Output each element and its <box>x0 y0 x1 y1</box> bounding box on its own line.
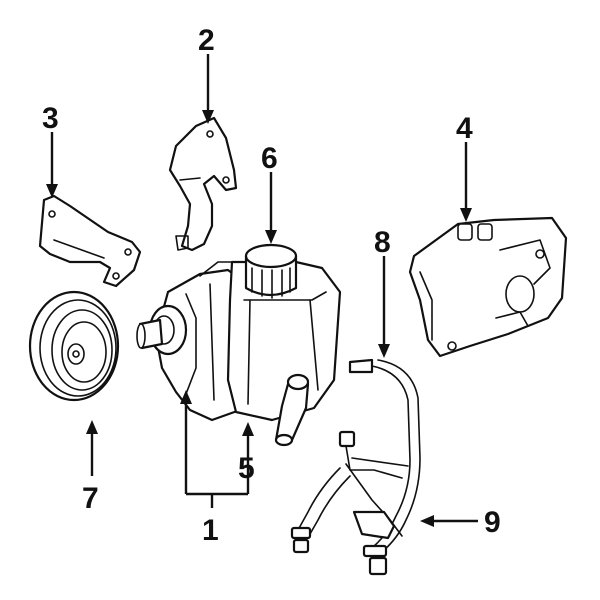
callout-3: 3 <box>42 102 59 135</box>
part-3-left-bracket <box>38 194 142 288</box>
callout-labels: 2 3 4 6 8 5 7 1 9 <box>42 24 501 547</box>
part-4-right-bracket <box>408 216 568 358</box>
part-1-pump-body <box>136 261 248 422</box>
callout-6: 6 <box>261 142 278 175</box>
callout-8: 8 <box>374 226 391 259</box>
callout-1: 1 <box>202 514 219 547</box>
part-6-cap <box>244 243 298 299</box>
callout-5: 5 <box>238 452 255 485</box>
part-7-pulley <box>28 290 120 402</box>
part-8-pressure-hose <box>348 358 421 576</box>
part-9-return-hose <box>290 430 409 554</box>
part-2-upper-bracket <box>168 116 238 252</box>
part-5-reservoir <box>226 260 342 422</box>
reservoir-elbow-fitting <box>274 373 310 447</box>
leader-lines <box>46 54 478 527</box>
callout-2: 2 <box>198 24 215 57</box>
callout-4: 4 <box>456 112 473 145</box>
callout-9: 9 <box>484 506 501 539</box>
callout-7: 7 <box>82 482 99 515</box>
